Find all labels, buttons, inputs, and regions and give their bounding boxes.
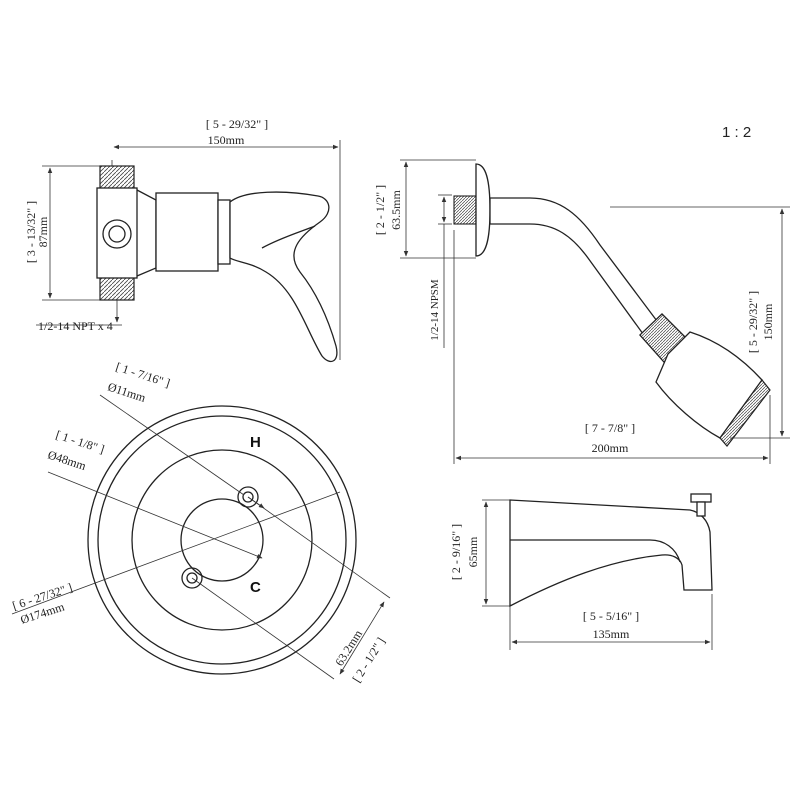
hole-leader — [99, 394, 245, 496]
cold-mount-hole — [186, 572, 198, 584]
valve-width-mm: 150mm — [208, 133, 245, 147]
shower-thread-note: 1/2-14 NPSM — [429, 279, 441, 341]
hot-label: H — [250, 434, 261, 451]
spout-length-mm: 135mm — [593, 627, 630, 641]
valve-thread-note: 1/2-14 NPT x 4 — [38, 319, 113, 333]
center-mm: Ø48mm — [46, 448, 88, 474]
valve-port-inner — [108, 225, 126, 243]
spacing-extension — [191, 577, 335, 680]
spacing-extension — [247, 496, 391, 599]
shower-head-drawing: [ 2 - 1/2" ] 63.5mm 1/2-14 NPSM [ 5 - 29… — [373, 159, 790, 464]
spray-face — [719, 379, 771, 447]
head-height-in: [ 5 - 29/32" ] — [746, 291, 760, 353]
spacing-dimension-line — [339, 601, 385, 675]
tub-spout-drawing: [ 2 - 9/16" ] 65mm [ 5 - 5/16" ] 135mm — [449, 493, 713, 650]
spout-height-mm: 65mm — [466, 536, 480, 567]
hole-mm: Ø11mm — [106, 380, 148, 406]
spout-contour — [510, 539, 681, 563]
valve-height-in: [ 3 - 13/32" ] — [24, 201, 38, 263]
trim-plate-face — [131, 449, 313, 631]
diverter-stem — [696, 501, 706, 517]
spout-body — [509, 499, 713, 608]
valve-collar — [136, 189, 157, 277]
hot-mount-hole — [242, 491, 254, 503]
shower-arm — [489, 197, 661, 339]
valve-cartridge-sleeve — [155, 192, 219, 272]
lever-handle — [229, 191, 338, 363]
valve-width-in: [ 5 - 29/32" ] — [206, 117, 268, 131]
spout-height-in: [ 2 - 9/16" ] — [449, 524, 463, 580]
flange-mm: 63.5mm — [389, 190, 403, 230]
lever-handle-edge — [261, 225, 316, 249]
valve-drawing: [ 5 - 29/32" ] 150mm [ 3 - 13/32" ] 87mm… — [24, 117, 341, 363]
reach-mm: 200mm — [592, 441, 629, 455]
reach-in: [ 7 - 7/8" ] — [585, 421, 635, 435]
trim-plate-rim — [97, 415, 347, 665]
center-opening — [180, 498, 264, 582]
hot-mount-hole-outer — [237, 486, 259, 508]
head-height-mm: 150mm — [761, 303, 775, 340]
trim-plate-outer — [87, 405, 357, 675]
diverter-knob — [690, 493, 712, 503]
spout-length-in: [ 5 - 5/16" ] — [583, 609, 639, 623]
valve-height-mm: 87mm — [36, 216, 50, 247]
cold-mount-hole-outer — [181, 567, 203, 589]
valve-bonnet — [217, 199, 231, 265]
center-leader — [47, 471, 263, 559]
cold-label: C — [250, 579, 261, 596]
shower-flange — [475, 163, 491, 257]
plate-leader — [11, 491, 341, 615]
arm-thread — [453, 195, 477, 225]
trim-plate-drawing: H C [ 1 - 7/16" ] Ø11mm [ 1 - 1/8" ] Ø48… — [11, 360, 391, 685]
scale-label: 1 : 2 — [722, 124, 751, 141]
flange-in: [ 2 - 1/2" ] — [373, 185, 387, 235]
